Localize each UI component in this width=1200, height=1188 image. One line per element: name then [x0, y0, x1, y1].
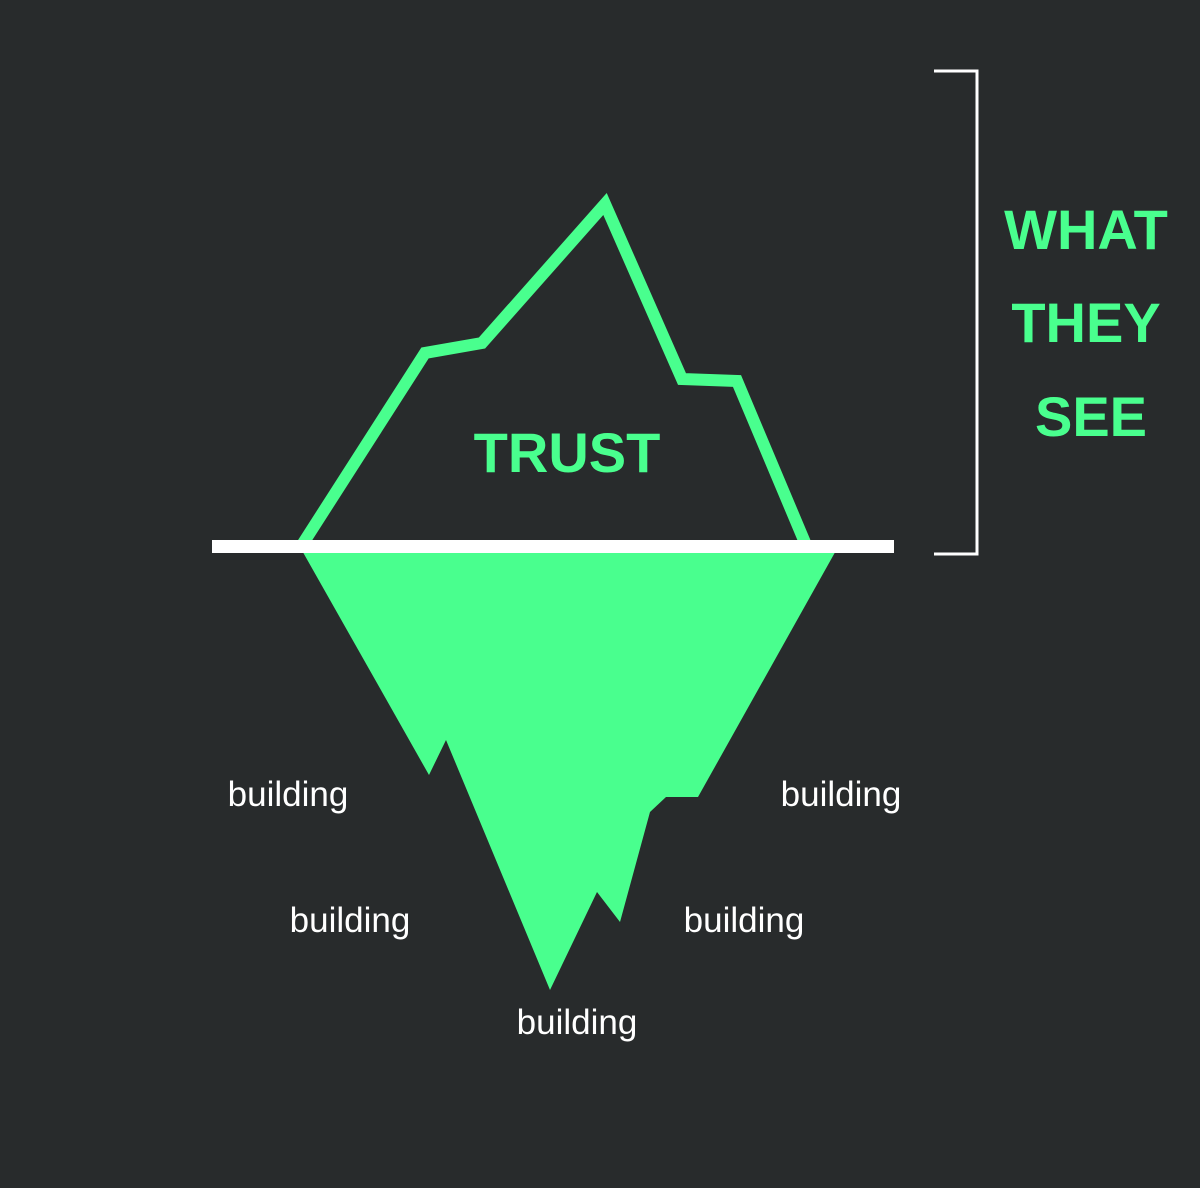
hidden-label-right-upper: building	[781, 775, 902, 814]
hidden-label-left-upper: building	[228, 775, 349, 814]
visible-caption-line-3: SEE	[1035, 385, 1147, 448]
waterline	[212, 540, 894, 553]
hidden-label-left-lower: building	[290, 901, 411, 940]
visible-caption-line-1: WHAT	[1004, 198, 1168, 261]
visible-bracket	[934, 69, 979, 556]
iceberg-submerged-shape	[300, 547, 838, 990]
hidden-label-bottom: building	[517, 1003, 638, 1042]
iceberg-tip-outline	[296, 193, 812, 549]
visible-caption-line-2: THEY	[1011, 291, 1160, 354]
tip-label: TRUST	[474, 421, 661, 484]
hidden-label-right-lower: building	[684, 901, 805, 940]
